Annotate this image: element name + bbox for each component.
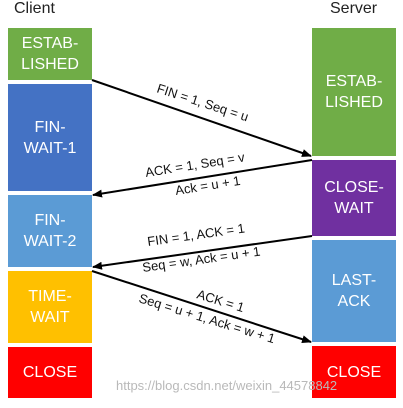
watermark: https://blog.csdn.net/weixin_44578842: [116, 378, 338, 393]
client-state-close: CLOSE: [8, 347, 92, 398]
client-state-time-wait: TIME- WAIT: [8, 271, 92, 343]
client-state-fin-wait-2: FIN- WAIT-2: [8, 195, 92, 267]
arrow-ack-server-to-client: [92, 159, 313, 198]
server-state-close: CLOSE: [312, 346, 396, 398]
server-header: Server: [330, 0, 378, 17]
arrow-fin-client-to-server: [91, 79, 312, 157]
arrow-fin-ack-server-to-client: [92, 235, 313, 270]
message-label-seq-ack: Seq = w, Ack = u + 1: [141, 244, 261, 275]
arrow-final-ack-client-to-server: [91, 270, 312, 344]
message-label-fin-ack: FIN = 1, ACK = 1: [146, 220, 245, 249]
server-state-established: ESTAB- LISHED: [312, 28, 396, 156]
client-state-established: ESTAB- LISHED: [8, 28, 92, 80]
server-state-last-ack: LAST- ACK: [312, 240, 396, 342]
client-header: Client: [14, 0, 55, 17]
client-state-fin-wait-1: FIN- WAIT-1: [8, 84, 92, 191]
server-state-close-wait: CLOSE- WAIT: [312, 160, 396, 236]
